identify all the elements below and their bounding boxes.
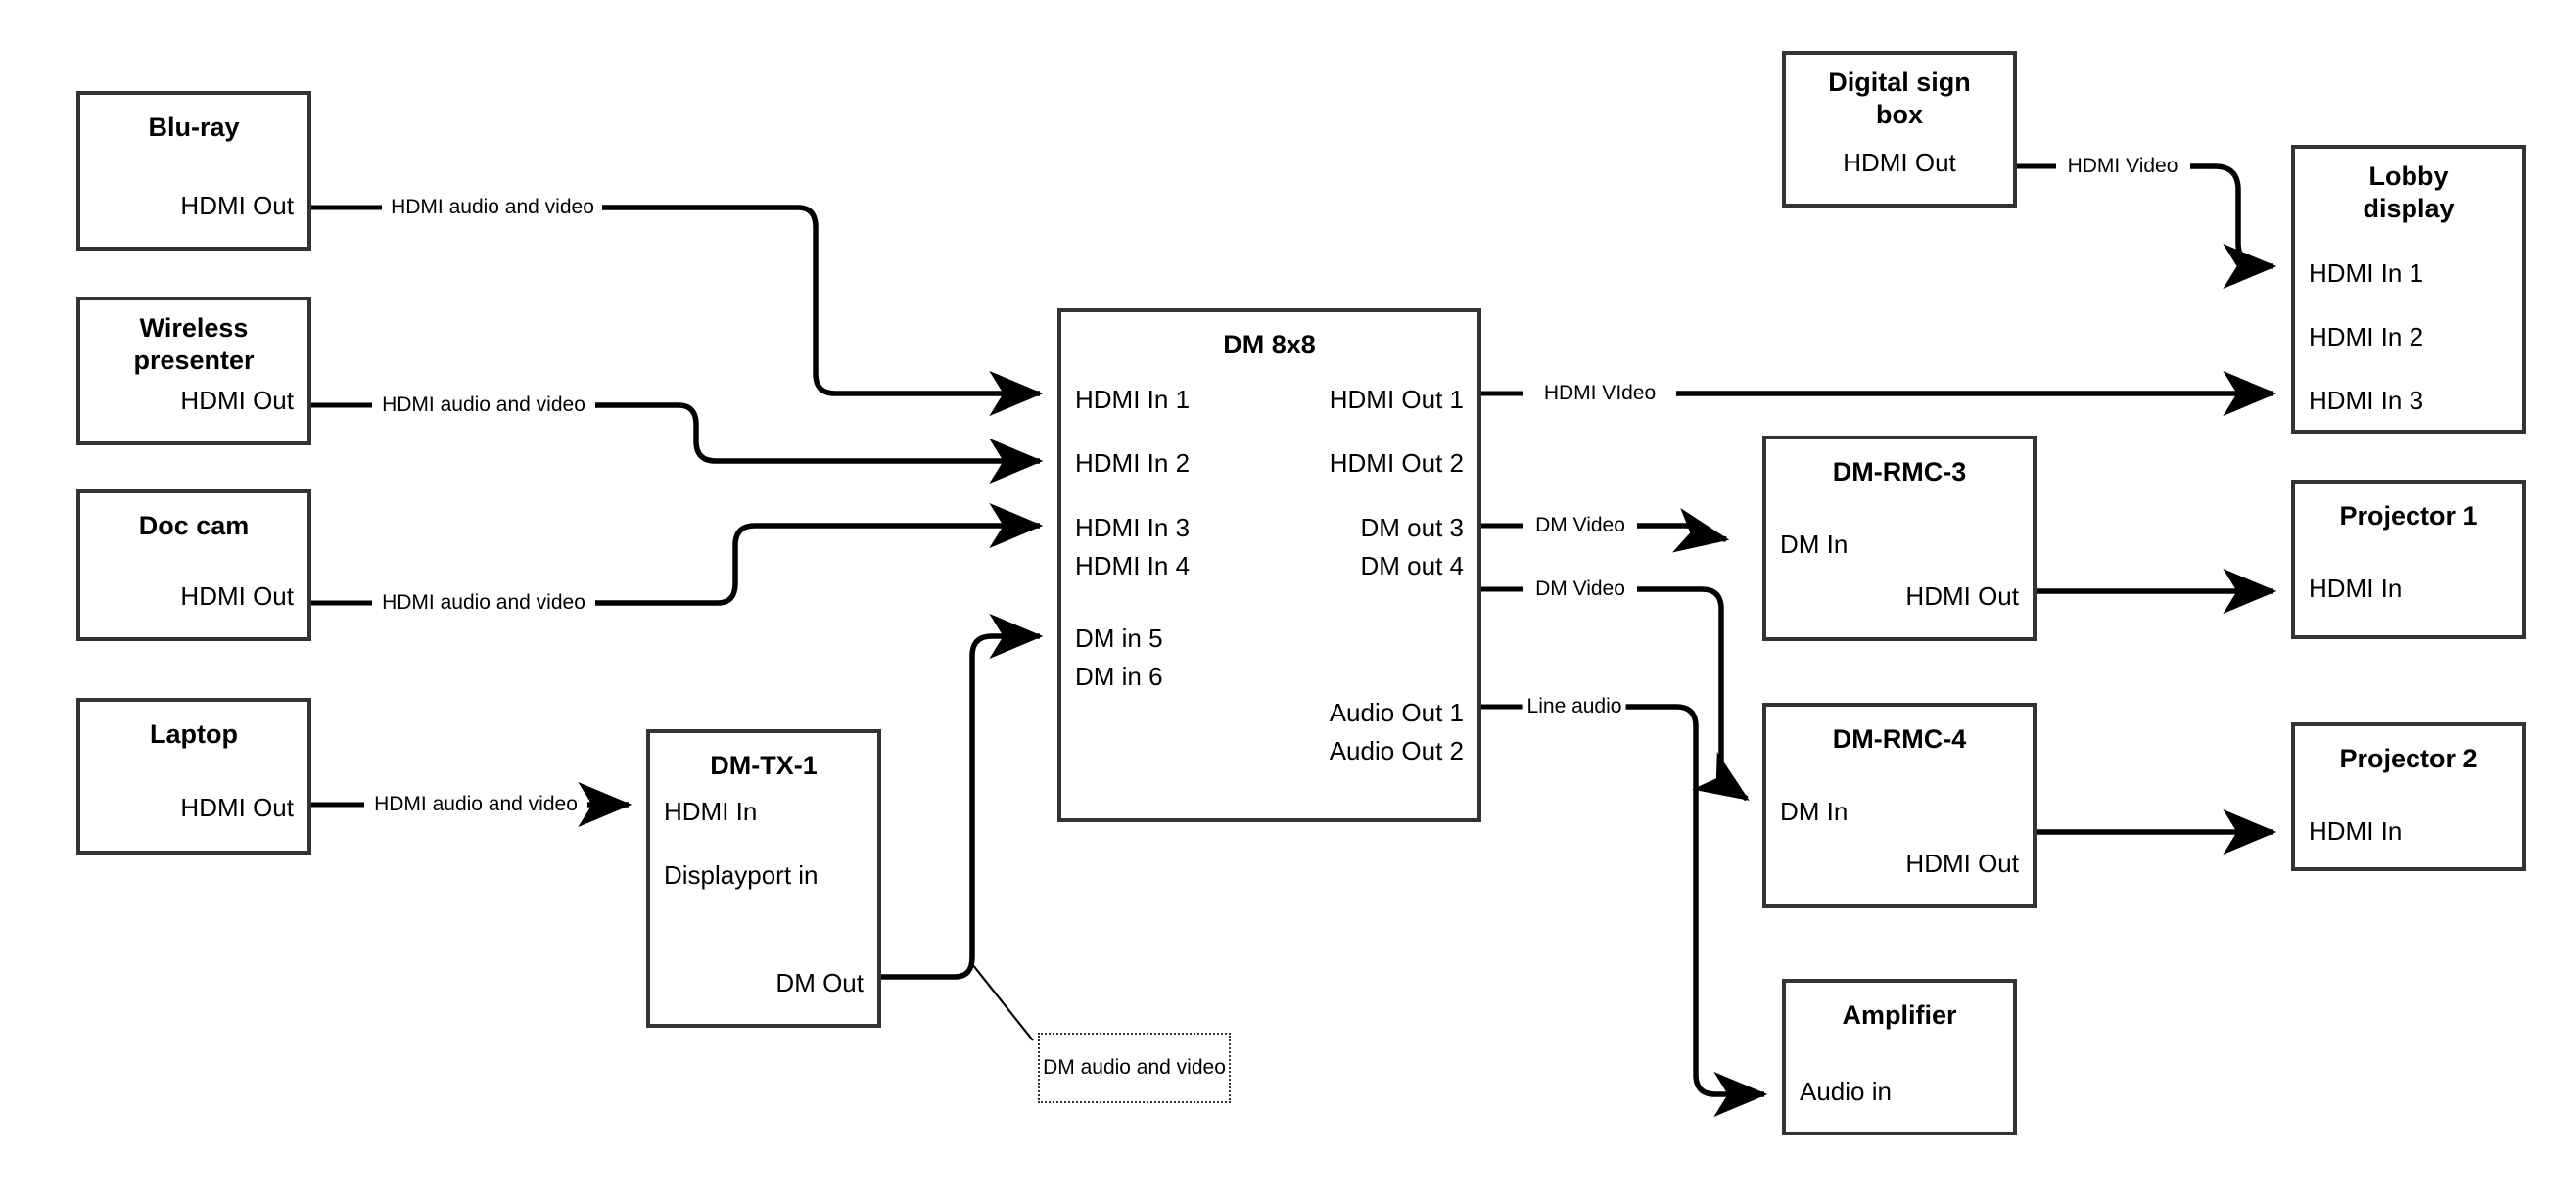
port-hdmi-in-4: HDMI In 4 (1075, 551, 1191, 580)
node-wireless-presenter[interactable]: Wireless presenter HDMI Out (76, 297, 311, 445)
port-hdmi-in: HDMI In (2309, 574, 2403, 603)
node-blu-ray[interactable]: Blu-ray HDMI Out (76, 91, 311, 251)
port-hdmi-in-1: HDMI In 1 (2309, 258, 2424, 288)
port-hdmi-out: HDMI Out (180, 386, 294, 415)
note-text: DM audio and video (1043, 1055, 1226, 1079)
port-hdmi-out-1: HDMI Out 1 (1329, 385, 1464, 414)
port-dm-in: DM In (1780, 797, 1849, 826)
node-dm-tx-1[interactable]: DM-TX-1 HDMI In Displayport in DM Out (646, 729, 881, 1028)
leader-line-dm-audio-video (971, 963, 1034, 1041)
node-digital-sign-box[interactable]: Digital sign box HDMI Out (1782, 51, 2017, 208)
edge-label-line-audio: Line audio (1522, 695, 1626, 718)
node-title: DM-TX-1 (710, 751, 818, 780)
port-audio-in: Audio in (1800, 1077, 1892, 1106)
node-lobby-display[interactable]: Lobby display HDMI In 1 HDMI In 2 HDMI I… (2291, 145, 2526, 434)
node-title: Wireless presenter (133, 313, 255, 375)
node-doc-cam[interactable]: Doc cam HDMI Out (76, 489, 311, 641)
node-title: DM 8x8 (1223, 330, 1316, 359)
edge-label-laptop-hdmi: HDMI audio and video (370, 793, 582, 816)
node-projector-1[interactable]: Projector 1 HDMI In (2291, 480, 2526, 639)
node-title: Lobby display (2363, 162, 2455, 223)
port-dm-in-6: DM in 6 (1075, 662, 1163, 691)
node-title: Laptop (150, 719, 238, 749)
node-projector-2[interactable]: Projector 2 HDMI In (2291, 722, 2526, 871)
port-dm-out: DM Out (775, 968, 864, 997)
node-title: DM-RMC-4 (1832, 724, 1967, 754)
port-audio-out-2: Audio Out 2 (1329, 736, 1464, 765)
wire-wireless-to-hdmi-in-2-b (595, 402, 1044, 485)
node-dm-rmc-4[interactable]: DM-RMC-4 DM In HDMI Out (1762, 703, 2037, 908)
port-dm-in-5: DM in 5 (1075, 624, 1163, 653)
edge-label-doccam-hdmi: HDMI audio and video (378, 591, 589, 615)
node-title: DM-RMC-3 (1832, 457, 1967, 486)
node-title: Amplifier (1842, 1000, 1957, 1030)
port-hdmi-in-2: HDMI In 2 (2309, 322, 2424, 351)
node-dm-8x8[interactable]: DM 8x8 HDMI In 1 HDMI In 2 HDMI In 3 HDM… (1057, 308, 1481, 822)
edge-label-hdmi-video-out1: HDMI VIdeo (1539, 382, 1661, 405)
port-hdmi-in-3: HDMI In 3 (1075, 513, 1191, 542)
node-amplifier[interactable]: Amplifier Audio in (1782, 979, 2017, 1135)
wire-dm-out-4-to-rmc4-b (1637, 586, 1750, 802)
port-displayport-in: Displayport in (664, 860, 819, 890)
port-hdmi-in-1: HDMI In 1 (1075, 385, 1191, 414)
port-hdmi-in-2: HDMI In 2 (1075, 448, 1191, 478)
port-hdmi-in: HDMI In (2309, 816, 2403, 846)
port-hdmi-out: HDMI Out (180, 581, 294, 611)
wire-bluray-to-hdmi-in-1-b (602, 205, 1044, 417)
port-hdmi-out: HDMI Out (180, 191, 294, 220)
port-hdmi-out: HDMI Out (180, 793, 294, 822)
edge-label-dm-video-3: DM Video (1531, 514, 1629, 537)
edge-label-wireless-hdmi: HDMI audio and video (378, 393, 589, 417)
node-title: Digital sign box (1828, 68, 1971, 129)
wire-signbox-to-lobby-hdmi-in-1-b (2190, 163, 2277, 290)
port-hdmi-in-3: HDMI In 3 (2309, 386, 2424, 415)
port-hdmi-out: HDMI Out (1905, 849, 2019, 878)
wire-dmtx1-to-dm-in-5 (881, 613, 1044, 980)
port-audio-out-1: Audio Out 1 (1329, 698, 1464, 727)
node-laptop[interactable]: Laptop HDMI Out (76, 698, 311, 855)
edge-label-bluray-hdmi: HDMI audio and video (387, 196, 598, 219)
port-hdmi-out: HDMI Out (1843, 148, 1956, 177)
port-hdmi-out-2: HDMI Out 2 (1329, 448, 1464, 478)
port-dm-out-4: DM out 4 (1360, 551, 1465, 580)
edge-label-hdmi-video-sign: HDMI Video (2063, 155, 2182, 178)
wire-dm-out-3-to-rmc3-b (1637, 508, 1730, 553)
node-title: Blu-ray (148, 113, 240, 142)
note-dm-audio-and-video: DM audio and video (1038, 1033, 1231, 1103)
node-title: Projector 2 (2339, 744, 2478, 773)
node-title: Doc cam (138, 511, 250, 540)
port-hdmi-in: HDMI In (664, 797, 758, 826)
port-dm-out-3: DM out 3 (1360, 513, 1465, 542)
node-title: Projector 1 (2339, 501, 2478, 531)
port-hdmi-out: HDMI Out (1905, 581, 2019, 611)
port-dm-in: DM In (1780, 530, 1849, 559)
wire-doccam-to-hdmi-in-3-b (595, 502, 1044, 606)
wire-audio-out-1-to-amplifier-b (1625, 704, 1768, 1118)
edge-label-dm-video-4: DM Video (1531, 577, 1629, 601)
node-dm-rmc-3[interactable]: DM-RMC-3 DM In HDMI Out (1762, 436, 2037, 641)
